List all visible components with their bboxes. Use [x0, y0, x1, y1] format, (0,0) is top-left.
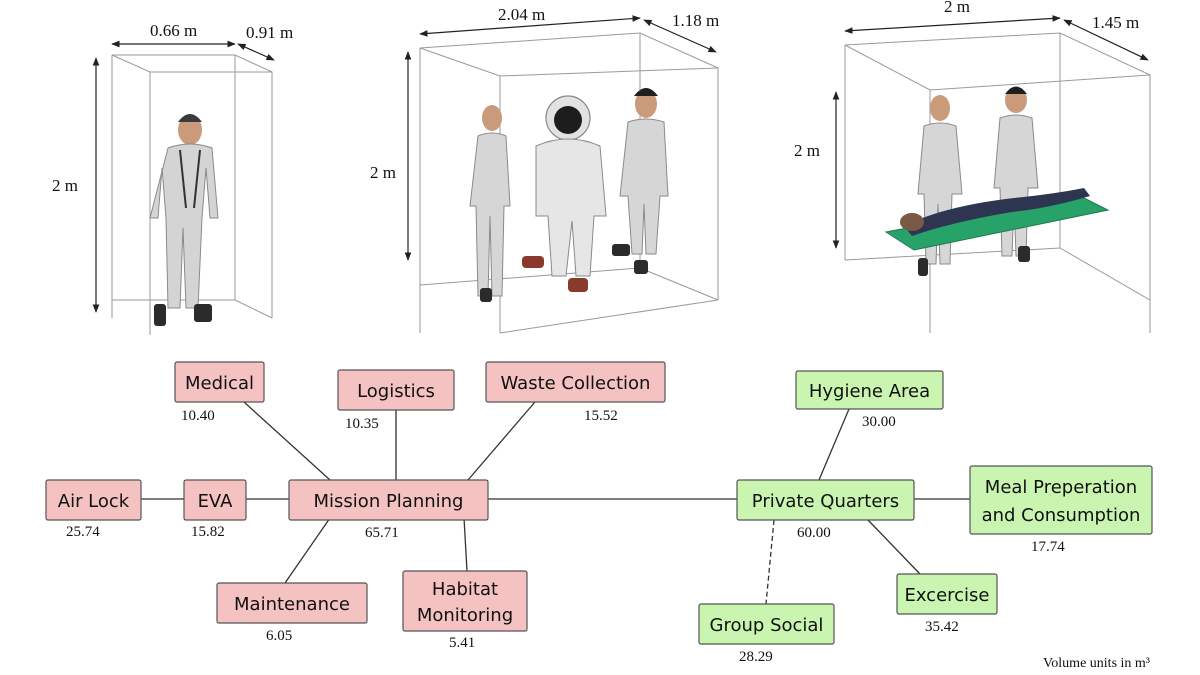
node-mission-planning: Mission Planning 65.71	[288, 479, 489, 541]
node-label-habitat-monitoring-line2: Monitoring	[417, 605, 513, 626]
node-value-medical: 10.40	[181, 408, 215, 424]
astronaut-figure	[149, 114, 219, 326]
node-box-medical	[174, 361, 265, 403]
node-label-air-lock: Air Lock	[58, 491, 130, 512]
node-box-eva	[183, 479, 247, 521]
node-box-habitat-monitoring	[402, 570, 528, 632]
node-logistics: Logistics 10.35	[337, 369, 455, 432]
node-box-waste-collection	[485, 361, 666, 403]
width-label-a: 0.66 m	[150, 21, 197, 40]
node-label-habitat-monitoring-line1: Habitat	[432, 579, 498, 600]
node-private-quarters: Private Quarters 60.00	[736, 479, 915, 541]
width-label-c: 2 m	[944, 0, 970, 16]
node-box-air-lock	[45, 479, 142, 521]
node-label-eva: EVA	[198, 491, 234, 512]
node-label-logistics: Logistics	[357, 381, 435, 402]
graph-nodes: Medical 10.40 Logistics 10.35 Waste Coll…	[45, 361, 1153, 665]
node-value-private-quarters: 60.00	[797, 525, 831, 541]
volume-units-footnote: Volume units in m³	[1043, 656, 1150, 671]
node-box-exercise	[896, 573, 998, 615]
node-label-maintenance: Maintenance	[234, 594, 350, 615]
node-medical: Medical 10.40	[174, 361, 265, 424]
node-value-logistics: 10.35	[345, 416, 379, 432]
node-label-meal-preparation-line1: Meal Preperation	[985, 477, 1137, 498]
node-meal-preparation: Meal Preperation and Consumption 17.74	[969, 465, 1153, 555]
depth-dimension-a	[237, 43, 275, 61]
node-label-medical: Medical	[185, 373, 254, 394]
node-eva: EVA 15.82	[183, 479, 247, 540]
node-box-meal-preparation	[969, 465, 1153, 535]
node-box-logistics	[337, 369, 455, 411]
volume-panel-c: 2 m 1.45 m 2 m	[794, 0, 1151, 333]
height-label-c: 2 m	[794, 141, 820, 160]
node-value-meal-preparation: 17.74	[1031, 539, 1065, 555]
node-value-waste-collection: 15.52	[584, 408, 618, 424]
depth-label-a: 0.91 m	[246, 23, 293, 42]
depth-label-c: 1.45 m	[1092, 13, 1139, 32]
node-box-hygiene-area	[795, 370, 944, 410]
node-hygiene-area: Hygiene Area 30.00	[795, 370, 944, 430]
node-box-mission-planning	[288, 479, 489, 521]
node-maintenance: Maintenance 6.05	[216, 582, 368, 644]
node-box-private-quarters	[736, 479, 915, 521]
node-value-habitat-monitoring: 5.41	[449, 635, 475, 651]
node-box-maintenance	[216, 582, 368, 624]
node-label-group-social: Group Social	[710, 615, 824, 636]
node-value-group-social: 28.29	[739, 649, 773, 665]
node-habitat-monitoring: Habitat Monitoring 5.41	[402, 570, 528, 651]
node-label-hygiene-area: Hygiene Area	[809, 381, 930, 402]
node-value-eva: 15.82	[191, 524, 225, 540]
graph-edges	[141, 401, 970, 605]
depth-label-b: 1.18 m	[672, 11, 719, 30]
node-value-maintenance: 6.05	[266, 628, 292, 644]
node-label-meal-preparation-line2: and Consumption	[982, 505, 1141, 526]
node-exercise: Excercise 35.42	[896, 573, 998, 635]
height-label-b: 2 m	[370, 163, 396, 182]
node-label-waste-collection: Waste Collection	[501, 373, 651, 394]
node-label-mission-planning: Mission Planning	[314, 491, 464, 512]
volume-panel-a: 0.66 m 0.91 m 2 m	[52, 21, 293, 335]
node-air-lock: Air Lock 25.74	[45, 479, 142, 540]
node-box-group-social	[698, 603, 835, 645]
node-label-exercise: Excercise	[904, 585, 989, 606]
crew-figures-b	[469, 88, 669, 302]
node-value-mission-planning: 65.71	[365, 525, 399, 541]
depth-dimension-c	[1063, 19, 1149, 61]
node-value-air-lock: 25.74	[66, 524, 100, 540]
depth-dimension-b	[643, 19, 717, 53]
node-value-hygiene-area: 30.00	[862, 414, 896, 430]
node-waste-collection: Waste Collection 15.52	[485, 361, 666, 424]
width-dimension-b	[419, 15, 641, 37]
volume-panel-b: 2.04 m 1.18 m 2 m	[370, 5, 719, 334]
crew-figures-c	[884, 86, 1110, 276]
height-label-a: 2 m	[52, 176, 78, 195]
node-group-social: Group Social 28.29	[698, 603, 835, 665]
node-label-private-quarters: Private Quarters	[752, 491, 899, 512]
node-value-exercise: 35.42	[925, 619, 959, 635]
width-dimension-c	[844, 15, 1061, 34]
width-label-b: 2.04 m	[498, 5, 545, 24]
